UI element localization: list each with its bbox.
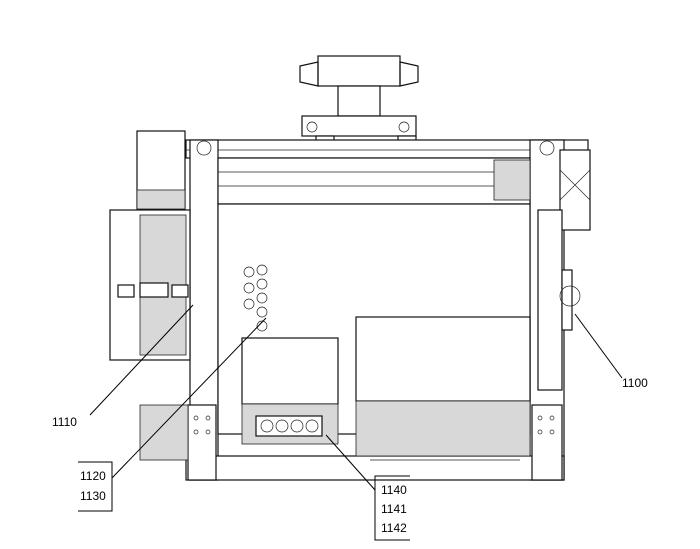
callout-1140-1142: 1140 1141 1142 xyxy=(374,475,410,541)
callout-text: 1110 xyxy=(52,415,77,429)
control-box xyxy=(241,337,339,445)
callout-text: 1141 xyxy=(381,502,407,516)
right-side-assembly xyxy=(537,149,591,391)
callout-text: 1120 xyxy=(80,469,106,483)
callout-text: 1140 xyxy=(381,483,407,497)
callout-text: 1130 xyxy=(80,489,106,503)
top-mount-bracket xyxy=(299,55,419,149)
callout-1100: 1100 xyxy=(622,376,648,390)
callout-text: 1142 xyxy=(381,521,407,535)
hole-pattern xyxy=(243,264,268,332)
callout-1110: 1110 xyxy=(52,415,77,429)
left-motor-housing xyxy=(109,130,191,461)
callout-text: 1100 xyxy=(622,376,648,390)
leader-lines xyxy=(89,304,623,491)
callout-1120-1130: 1120 1130 xyxy=(78,461,113,512)
large-enclosure xyxy=(355,316,531,461)
